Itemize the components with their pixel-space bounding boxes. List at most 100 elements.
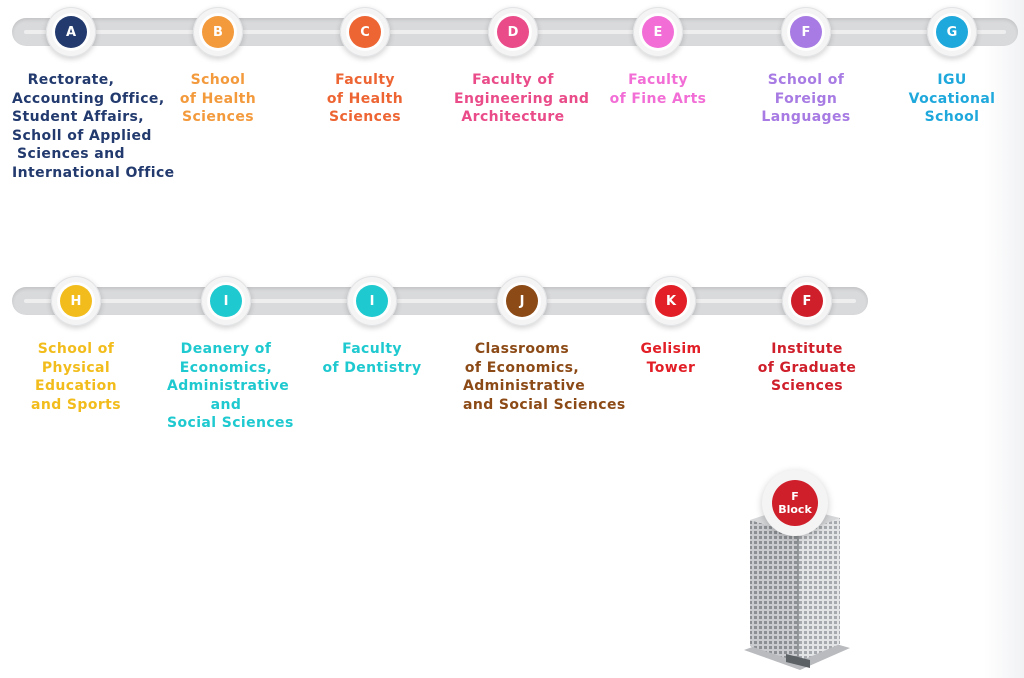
stop-label-line: School of (37, 341, 115, 357)
stop-marker: C (340, 7, 390, 57)
stop-label-line: Vocational (908, 90, 996, 107)
f-block-badge-inner: F Block (772, 480, 818, 526)
stop-marker: J (497, 276, 547, 326)
stop-label-line: of Health (326, 90, 404, 107)
stop-letter: J (506, 285, 538, 317)
stop-label-line: IGU (937, 72, 967, 88)
stop-letter: I (356, 285, 388, 317)
stop-label-line: Economics, (179, 359, 273, 376)
stop-i: I Faculty of Dentistry (313, 276, 431, 377)
stop-label-line: Scholl of Applied (12, 127, 152, 144)
stop-marker: E (633, 7, 683, 57)
stop-label-line: of Graduate (757, 359, 857, 376)
stop-label-line: School of (767, 72, 845, 88)
stop-letter: K (655, 285, 687, 317)
stop-marker: D (488, 7, 538, 57)
stop-label-line: and (210, 396, 242, 413)
stop-label: Classrooms of Economics, Administrative and… (463, 340, 626, 414)
stop-letter: A (55, 16, 87, 48)
stop-letter: I (210, 285, 242, 317)
stop-marker: I (201, 276, 251, 326)
stop-label-line: Foreign (774, 90, 838, 107)
route-track (12, 287, 868, 315)
stop-marker: H (51, 276, 101, 326)
stop-marker: K (646, 276, 696, 326)
stop-marker: A (46, 7, 96, 57)
f-block-badge-word: Block (778, 503, 812, 516)
stop-letter: F (791, 285, 823, 317)
stop-label-line: Faculty (335, 72, 395, 88)
stop-letter: B (202, 16, 234, 48)
stop-label-line: Social Sciences (167, 415, 294, 431)
stop-label-line: Rectorate, (27, 72, 115, 88)
stop-label-line: Architecture (461, 109, 565, 125)
stop-j: J Classrooms of Economics, Administrative an… (463, 276, 626, 414)
stop-label-line: Student Affairs, (12, 109, 145, 125)
stop-marker: F (782, 276, 832, 326)
stop-letter: E (642, 16, 674, 48)
stop-label-line: Gelisim (640, 341, 702, 357)
stop-label-line: of Health (179, 90, 257, 107)
stop-letter: F (790, 16, 822, 48)
stop-e: E Faculty of Fine Arts (599, 7, 717, 108)
stop-label-line: School (190, 72, 246, 88)
stop-label: Faculty of Fine Arts (599, 71, 717, 108)
stop-label-line: Accounting Office, (12, 90, 165, 107)
stop-label-line: Sciences (771, 378, 843, 394)
stop-label: Faculty of Dentistry (313, 340, 431, 377)
stop-a: A Rectorate, Accounting Office, Student Aff… (12, 7, 175, 182)
f-block-badge: F Block (762, 470, 828, 536)
stop-label-line: Deanery of (180, 341, 272, 357)
stop-label-line: Faculty (628, 72, 688, 88)
stop-label: Rectorate, Accounting Office, Student Affa… (12, 71, 175, 182)
stop-label-line: of Economics, (464, 359, 580, 376)
stop-label-line: Classrooms (474, 341, 570, 357)
stop-label-line: Faculty (342, 341, 402, 357)
stop-label-line: of Dentistry (322, 359, 422, 376)
stop-label-line: International Office (12, 164, 175, 181)
stop-label-line: Languages (761, 109, 851, 125)
stop-label-line: of Fine Arts (609, 90, 707, 107)
stop-label-line: Sciences (329, 109, 401, 125)
right-edge-shade (984, 0, 1024, 678)
stop-label-line: Administrative (463, 378, 586, 394)
stop-marker: F (781, 7, 831, 57)
stop-label-line: Physical (41, 359, 111, 376)
stop-marker: G (927, 7, 977, 57)
stop-label-line: Faculty of (472, 72, 554, 88)
stop-label-line: and Social Sciences (463, 396, 626, 413)
stop-marker: B (193, 7, 243, 57)
stop-label-line: Engineering and (454, 90, 590, 107)
stop-label-line: and Sports (31, 396, 121, 413)
stop-label-line: Institute (771, 341, 843, 357)
stop-letter: H (60, 285, 92, 317)
stop-letter: G (936, 16, 968, 48)
f-block-tower: F Block (738, 470, 854, 670)
stop-label-line: Sciences and (17, 146, 125, 162)
stop-letter: D (497, 16, 529, 48)
stop-label-line: Sciences (182, 109, 254, 125)
stop-label-line: Tower (646, 359, 696, 376)
stop-label-line: Administrative (167, 378, 290, 394)
stop-label-line: Education (35, 378, 117, 394)
stop-letter: C (349, 16, 381, 48)
stop-label-line: School (924, 109, 980, 125)
